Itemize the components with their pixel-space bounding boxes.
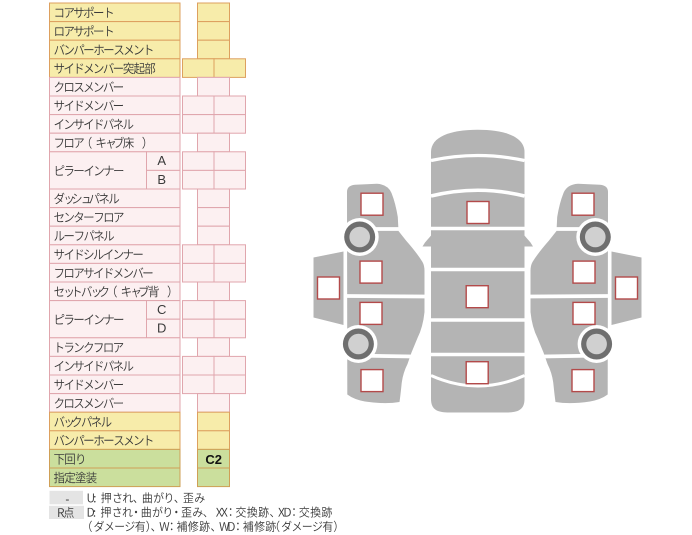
svg-text:A: A — [157, 153, 166, 168]
svg-text:D: D — [157, 321, 166, 336]
svg-text:-: - — [65, 492, 69, 506]
svg-text:C: C — [157, 302, 166, 317]
svg-text:C2: C2 — [205, 452, 222, 467]
svg-text:B: B — [157, 172, 166, 187]
